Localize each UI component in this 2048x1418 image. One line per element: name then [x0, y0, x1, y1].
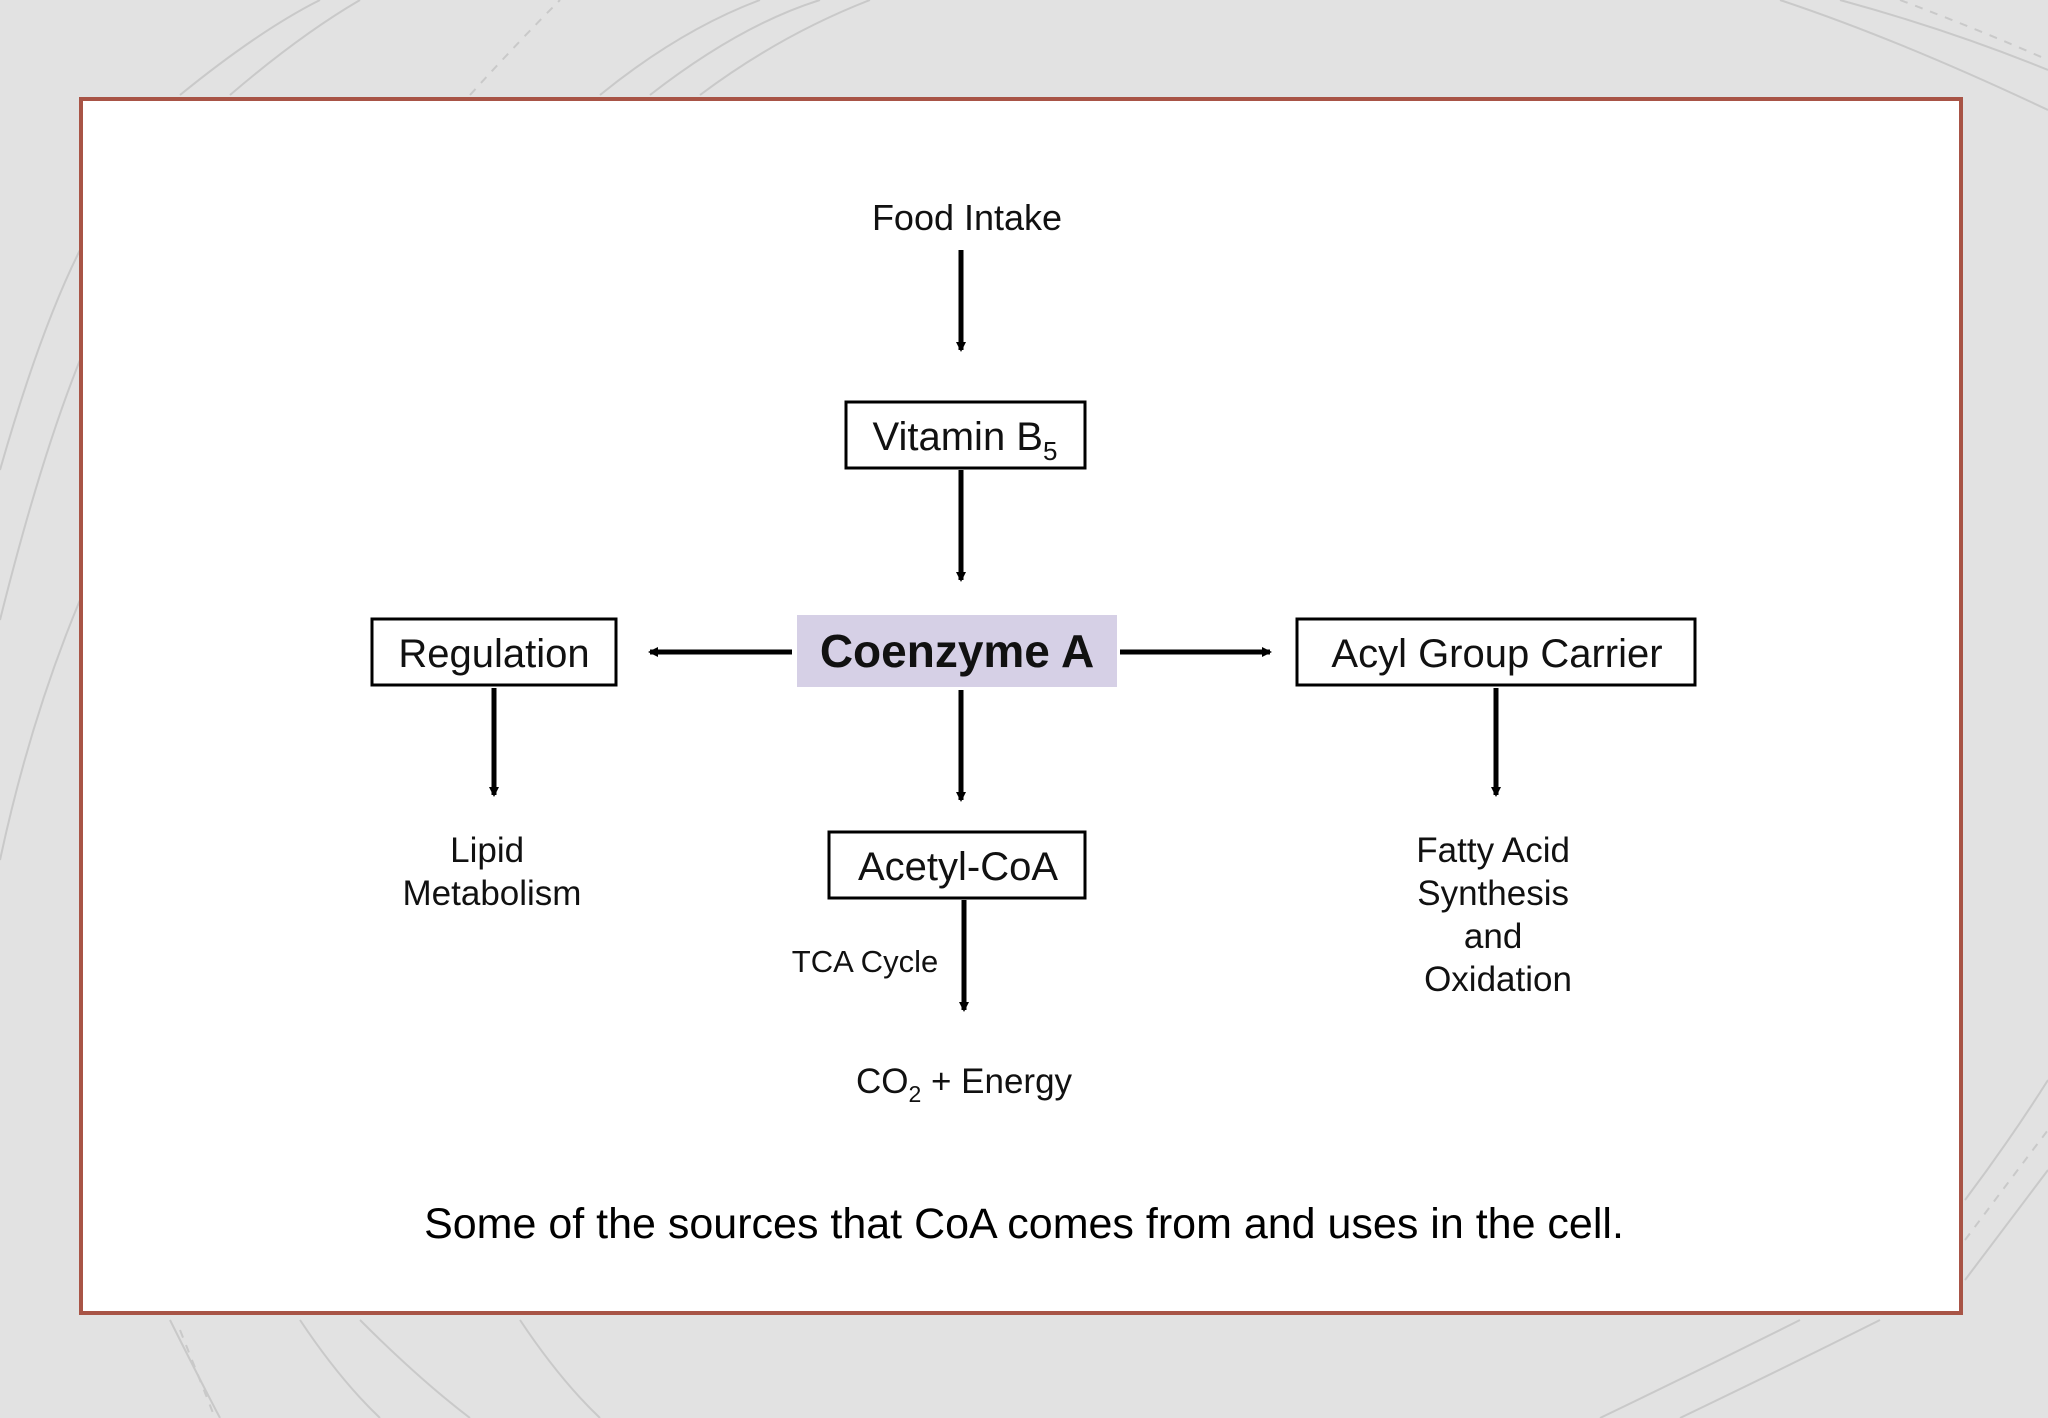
figure-caption: Some of the sources that CoA comes from …: [424, 1200, 1624, 1248]
co2-energy-label: CO2 + Energy: [856, 1062, 1073, 1107]
lipid-metabolism-label: Lipid Metabolism: [403, 831, 582, 913]
regulation-box: [370, 617, 618, 687]
acetyl-coa-box: [827, 830, 1087, 900]
coenzyme-a-highlight: [797, 615, 1117, 687]
coenzyme-a-label: Coenzyme A: [820, 625, 1094, 677]
tca-cycle-label: TCA Cycle: [792, 944, 938, 979]
food-intake-label: Food Intake: [872, 197, 1062, 238]
regulation-label: Regulation: [398, 632, 589, 676]
vitamin-b5-box: [844, 400, 1087, 470]
acyl-group-carrier-box: [1295, 617, 1697, 687]
slide-card: [79, 97, 1963, 1315]
vitamin-b5-label: Vitamin B5: [873, 415, 1058, 466]
acetyl-coa-label: Acetyl-CoA: [858, 845, 1058, 889]
acyl-group-carrier-label: Acyl Group Carrier: [1331, 632, 1662, 676]
fatty-acid-label: Fatty Acid Synthesis and Oxidation: [1416, 831, 1579, 999]
